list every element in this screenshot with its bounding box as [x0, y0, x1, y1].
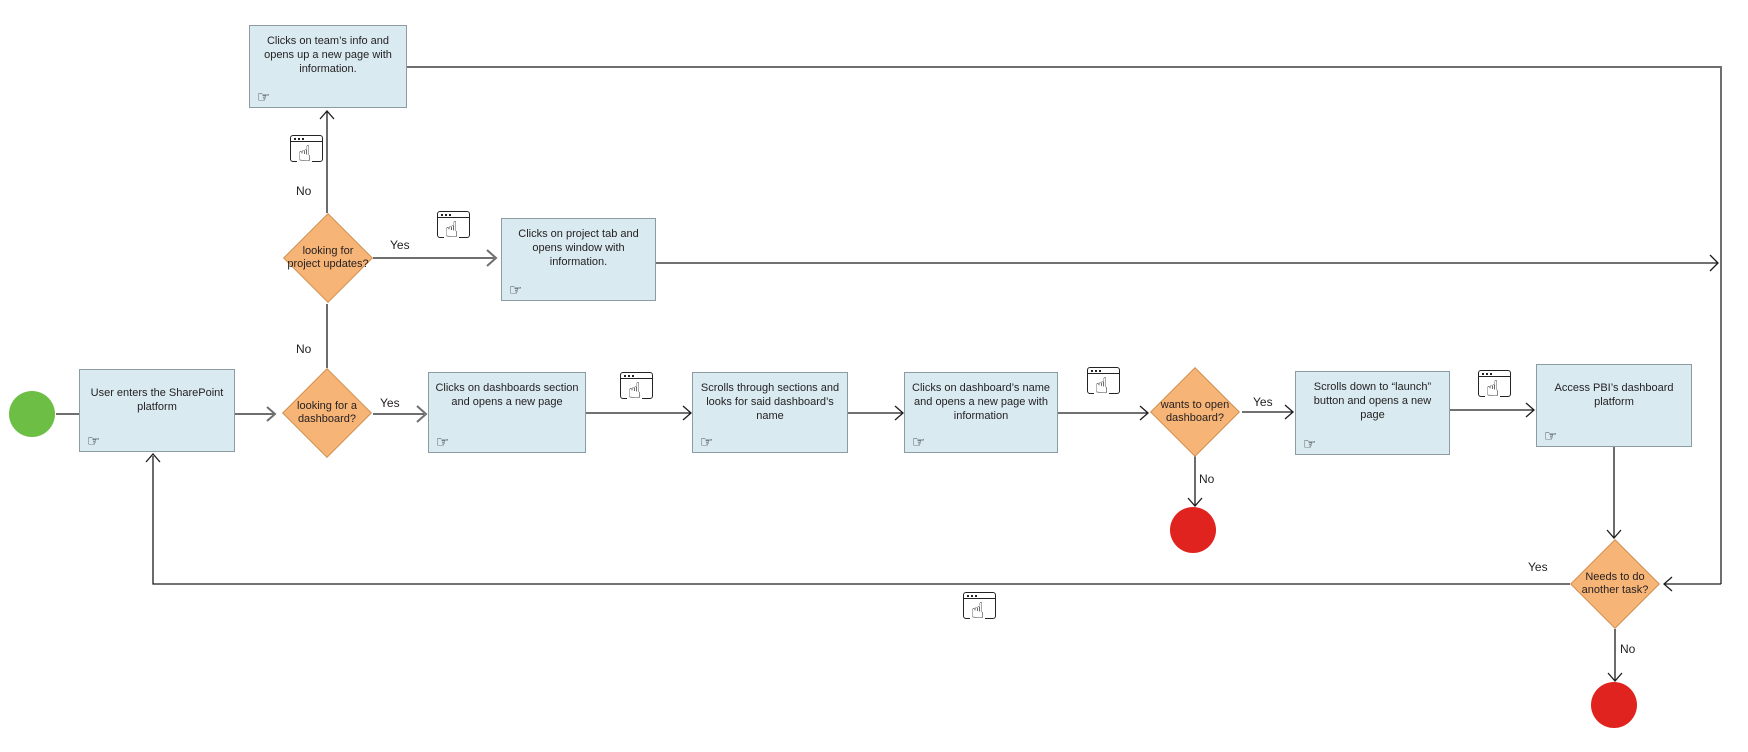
pointing-hand-icon: ☞	[912, 433, 926, 451]
decision-wants-open-dashboard: wants to open dashboard?	[1150, 367, 1240, 457]
process-label: Scrolls down to “launch” button and open…	[1313, 381, 1432, 421]
browser-window-click-icon: ☝	[1087, 367, 1120, 398]
process-access-pbi: Access PBI’s dashboard platform ☞	[1536, 364, 1692, 447]
edge-label-no-project-updates: No	[296, 184, 312, 198]
pointer-up-icon: ☝	[1485, 377, 1501, 402]
process-click-dashboard-name: Clicks on dashboard’s name and opens a n…	[904, 372, 1058, 453]
decision-looking-for-project-updates: looking for project updates?	[283, 213, 373, 303]
browser-window-click-icon: ☝	[1478, 370, 1511, 401]
process-label: Clicks on project tab and opens window w…	[518, 228, 639, 268]
pointer-up-icon: ☝	[297, 142, 313, 167]
pointer-up-icon: ☝	[627, 379, 643, 404]
end-node-done	[1591, 682, 1637, 728]
process-label: Scrolls through sections and looks for s…	[700, 382, 840, 422]
process-label: Clicks on dashboards section and opens a…	[435, 382, 579, 408]
decision-looking-for-dashboard: looking for a dashboard?	[282, 368, 372, 458]
pointing-hand-icon: ☞	[436, 433, 450, 451]
decision-label: looking for project updates?	[287, 245, 369, 270]
pointer-up-icon: ☝	[444, 218, 460, 243]
process-label: Clicks on team’s info and opens up a new…	[264, 35, 392, 75]
decision-another-task: Needs to do another task?	[1570, 539, 1660, 629]
decision-label: wants to open dashboard?	[1160, 399, 1230, 424]
process-teams-info: Clicks on team’s info and opens up a new…	[249, 25, 407, 108]
edge-label-yes-another-task: Yes	[1528, 560, 1548, 574]
process-label: Access PBI’s dashboard platform	[1554, 382, 1674, 408]
pointing-hand-icon: ☞	[1303, 435, 1317, 453]
pointing-hand-icon: ☞	[700, 433, 714, 451]
edge-label-no-another-task: No	[1620, 642, 1636, 656]
browser-window-click-icon: ☝	[620, 372, 653, 403]
process-scroll-launch: Scrolls down to “launch” button and open…	[1295, 371, 1450, 455]
pointing-hand-icon: ☞	[509, 281, 523, 299]
browser-window-click-icon: ☝	[437, 211, 470, 242]
process-dashboards-section: Clicks on dashboards section and opens a…	[428, 372, 586, 453]
start-node	[9, 391, 55, 437]
process-scroll-sections: Scrolls through sections and looks for s…	[692, 372, 848, 453]
edge-label-yes-dashboard: Yes	[380, 396, 400, 410]
edge-label-yes-open-dashboard: Yes	[1253, 395, 1273, 409]
process-label: Clicks on dashboard’s name and opens a n…	[912, 382, 1050, 422]
pointing-hand-icon: ☞	[257, 88, 271, 106]
pointing-hand-icon: ☞	[1544, 427, 1558, 445]
decision-label: Needs to do another task?	[1581, 571, 1649, 596]
pointing-hand-icon: ☞	[87, 432, 101, 450]
process-project-tab: Clicks on project tab and opens window w…	[501, 218, 656, 301]
pointer-up-icon: ☝	[1094, 374, 1110, 399]
pointer-up-icon: ☝	[970, 599, 986, 624]
process-user-enters: User enters the SharePoint platform ☞	[79, 369, 235, 452]
edge-label-no-dashboard: No	[296, 342, 312, 356]
edge-label-yes-project-updates: Yes	[390, 238, 410, 252]
end-node-no-open-dashboard	[1170, 507, 1216, 553]
process-label: User enters the SharePoint platform	[90, 387, 224, 413]
edge-label-no-open-dashboard: No	[1199, 472, 1215, 486]
decision-label: looking for a dashboard?	[297, 400, 357, 425]
browser-window-click-icon: ☝	[290, 135, 323, 166]
browser-window-click-icon: ☝	[963, 592, 996, 623]
